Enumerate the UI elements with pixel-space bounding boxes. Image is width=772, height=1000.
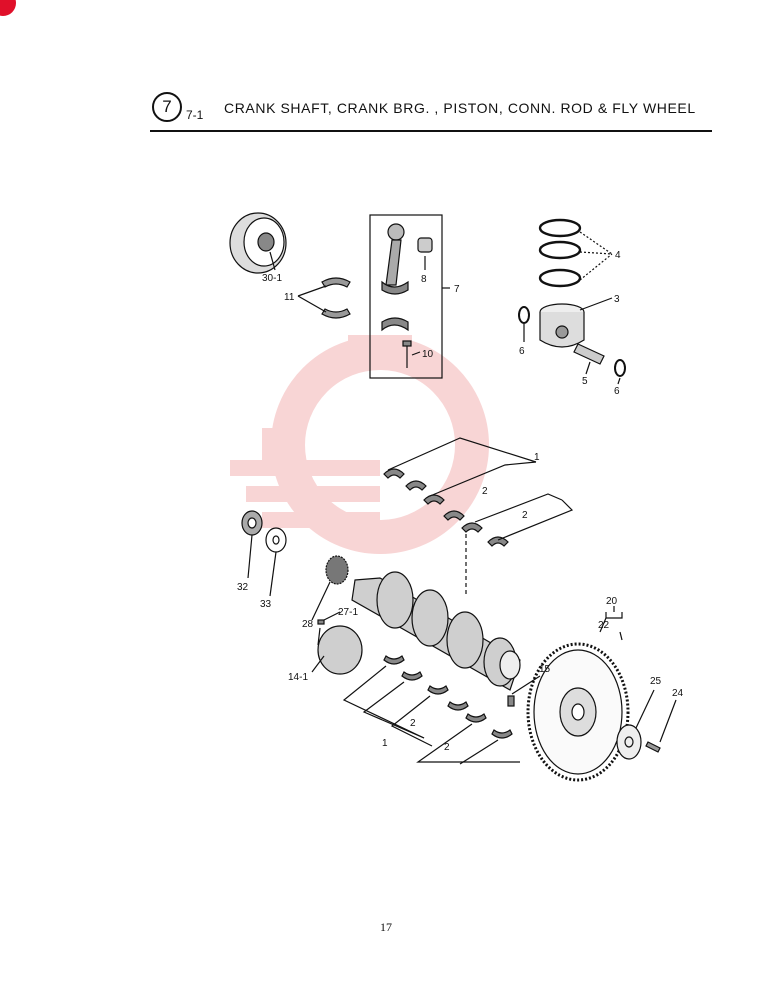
callout-6-left: 6 bbox=[519, 346, 525, 357]
conn-rod-box bbox=[369, 214, 443, 379]
snap-ring-right bbox=[614, 359, 626, 377]
corner-mark bbox=[0, 0, 16, 16]
callout-25: 25 bbox=[650, 676, 662, 687]
callout-15: 15 bbox=[539, 664, 551, 675]
callout-28: 28 bbox=[302, 619, 314, 630]
figure-number: 7 bbox=[152, 92, 182, 122]
callout-24: 24 bbox=[672, 688, 684, 699]
thrust-bearing bbox=[321, 277, 351, 319]
callout-2-upper-b: 2 bbox=[522, 510, 528, 521]
callout-3: 3 bbox=[614, 294, 620, 305]
callout-1-upper: 1 bbox=[534, 452, 540, 463]
callout-11: 11 bbox=[284, 292, 295, 303]
callout-1-lower: 1 bbox=[382, 738, 388, 749]
piston-rings bbox=[538, 218, 582, 288]
callout-30-1: 30-1 bbox=[262, 273, 282, 284]
upper-main-bearings bbox=[383, 468, 509, 547]
header-rule bbox=[150, 130, 712, 132]
callout-14-1: 14-1 bbox=[288, 672, 308, 683]
dowel-pin bbox=[507, 695, 515, 707]
conn-rod-bolt bbox=[402, 340, 412, 368]
watermark-gear bbox=[230, 335, 489, 554]
snap-ring-left bbox=[518, 306, 530, 324]
callout-2-lower-b: 2 bbox=[444, 742, 450, 753]
callout-27-1: 27-1 bbox=[338, 607, 358, 618]
connecting-rod bbox=[381, 223, 409, 332]
figure-title: CRANK SHAFT, CRANK BRG. , PISTON, CONN. … bbox=[224, 100, 696, 116]
piston bbox=[539, 303, 585, 348]
page-number: 17 bbox=[380, 920, 392, 934]
callout-32: 32 bbox=[237, 582, 249, 593]
callout-2-lower-a: 2 bbox=[410, 718, 416, 729]
callout-4: 4 bbox=[615, 250, 621, 261]
callout-6-right: 6 bbox=[614, 386, 620, 397]
woodruff-key bbox=[317, 619, 325, 625]
section-number: 7-1 bbox=[186, 108, 204, 122]
flywheel-bolt bbox=[645, 741, 661, 753]
callout-22: 22 bbox=[598, 620, 610, 631]
callout-10: 10 bbox=[422, 349, 434, 360]
callout-8: 8 bbox=[421, 274, 427, 285]
crank-gear bbox=[325, 555, 349, 585]
piston-pin-bushing bbox=[417, 237, 433, 253]
crank-nut bbox=[241, 510, 263, 536]
piston-pin bbox=[573, 343, 605, 365]
lower-main-bearings bbox=[383, 655, 513, 739]
figure-header: 7 7-1 CRANK SHAFT, CRANK BRG. , PISTON, … bbox=[150, 90, 712, 134]
flywheel-plate bbox=[616, 724, 642, 760]
callout-labels: 30-1 11 8 7 10 4 3 6 5 6 1 2 2 32 33 28 … bbox=[237, 250, 684, 753]
callout-7: 7 bbox=[454, 284, 460, 295]
crank-pulley bbox=[229, 212, 287, 274]
callout-5: 5 bbox=[582, 376, 588, 387]
callout-20: 20 bbox=[606, 596, 618, 607]
crank-washer bbox=[265, 527, 287, 553]
crankshaft bbox=[317, 571, 521, 691]
callout-2-upper-a: 2 bbox=[482, 486, 488, 497]
callout-33: 33 bbox=[260, 599, 272, 610]
flywheel bbox=[526, 642, 630, 782]
